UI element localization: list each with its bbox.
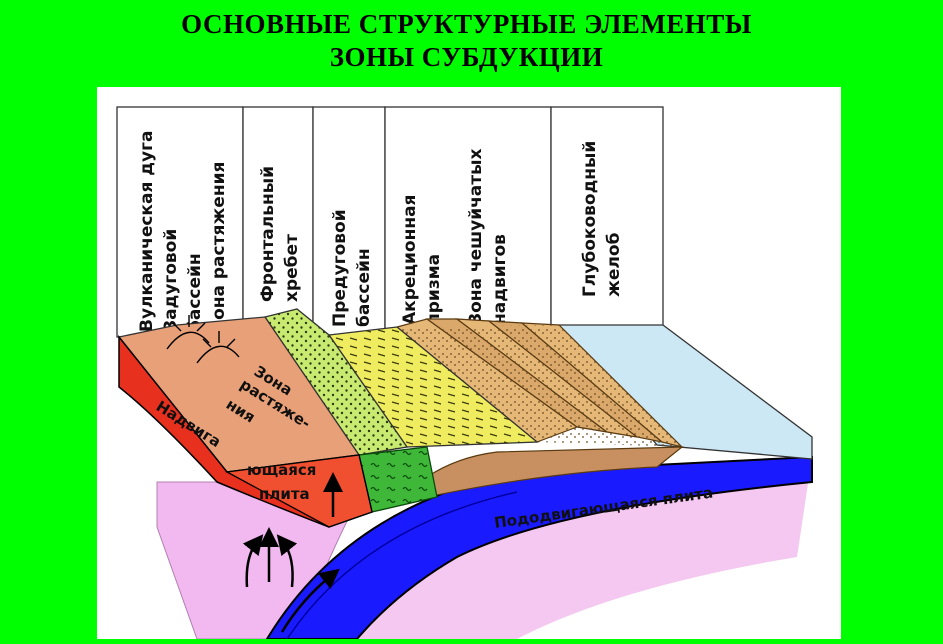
magma-arrows (242, 472, 343, 588)
rising-magma-arrow (276, 534, 298, 588)
label-frontal-ridge-1: Фронтальный (258, 166, 278, 302)
label-forearc-1: Предуговой (330, 209, 350, 327)
overriding-plate-label-mid: ющаяся (247, 461, 316, 479)
column-box-trench (550, 106, 664, 333)
label-trench-2: желоб (604, 232, 624, 297)
label-volcanic-arc: Вулканическая дуга (137, 131, 157, 332)
label-extension-zone: Зона растяжения (209, 162, 229, 332)
column-box-frontal-ridge (242, 106, 314, 328)
label-forearc-2: бассейн (354, 248, 374, 327)
column-boxes (116, 106, 664, 338)
label-back-arc-1: Задуговой (161, 229, 181, 332)
subducting-plate (265, 455, 813, 639)
label-trench-1: Глубоководный (580, 141, 600, 297)
subduction-diagram: Вулканическая дуга Задуговой бассейн Зон… (116, 106, 813, 639)
rising-magma-arrow (242, 534, 264, 588)
accretionary-prism (395, 318, 684, 449)
frontal-ridge-face-texture (359, 447, 437, 512)
page-title: ОСНОВНЫЕ СТРУКТУРНЫЕ ЭЛЕМЕНТЫ ЗОНЫ СУБДУ… (0, 8, 943, 74)
label-frontal-ridge-2: хребет (282, 234, 302, 302)
mantle-lower (347, 457, 812, 639)
column-box-volcanic-arc (116, 106, 244, 338)
column-box-forearc-basin (312, 106, 386, 338)
label-imbricate-2: надвигов (490, 234, 510, 325)
diagram-panel: Вулканическая дуга Задуговой бассейн Зон… (97, 87, 841, 639)
subduction-arrow (280, 568, 340, 633)
overriding-plate-label-plate: плита (259, 485, 310, 503)
title-line-2: ЗОНЫ СУБДУКЦИИ (329, 42, 604, 72)
column-box-accretionary-prism (384, 106, 552, 333)
column-labels: Вулканическая дуга Задуговой бассейн Зон… (137, 131, 624, 332)
volcano-icon (196, 345, 240, 364)
label-prism-1: Акреционная (400, 195, 420, 325)
volcano-icon (166, 331, 210, 350)
volcano-icons (166, 315, 240, 364)
label-back-arc-2: бассейн (185, 253, 205, 332)
prism-front-face (426, 446, 684, 498)
title-line-1: ОСНОВНЫЕ СТРУКТУРНЫЕ ЭЛЕМЕНТЫ (181, 9, 752, 39)
forearc-basin-texture (329, 327, 537, 447)
label-imbricate-1: Зона чешуйчатых (466, 148, 486, 325)
frontal-ridge-texture (265, 309, 407, 455)
label-prism-2: призма (424, 254, 444, 325)
